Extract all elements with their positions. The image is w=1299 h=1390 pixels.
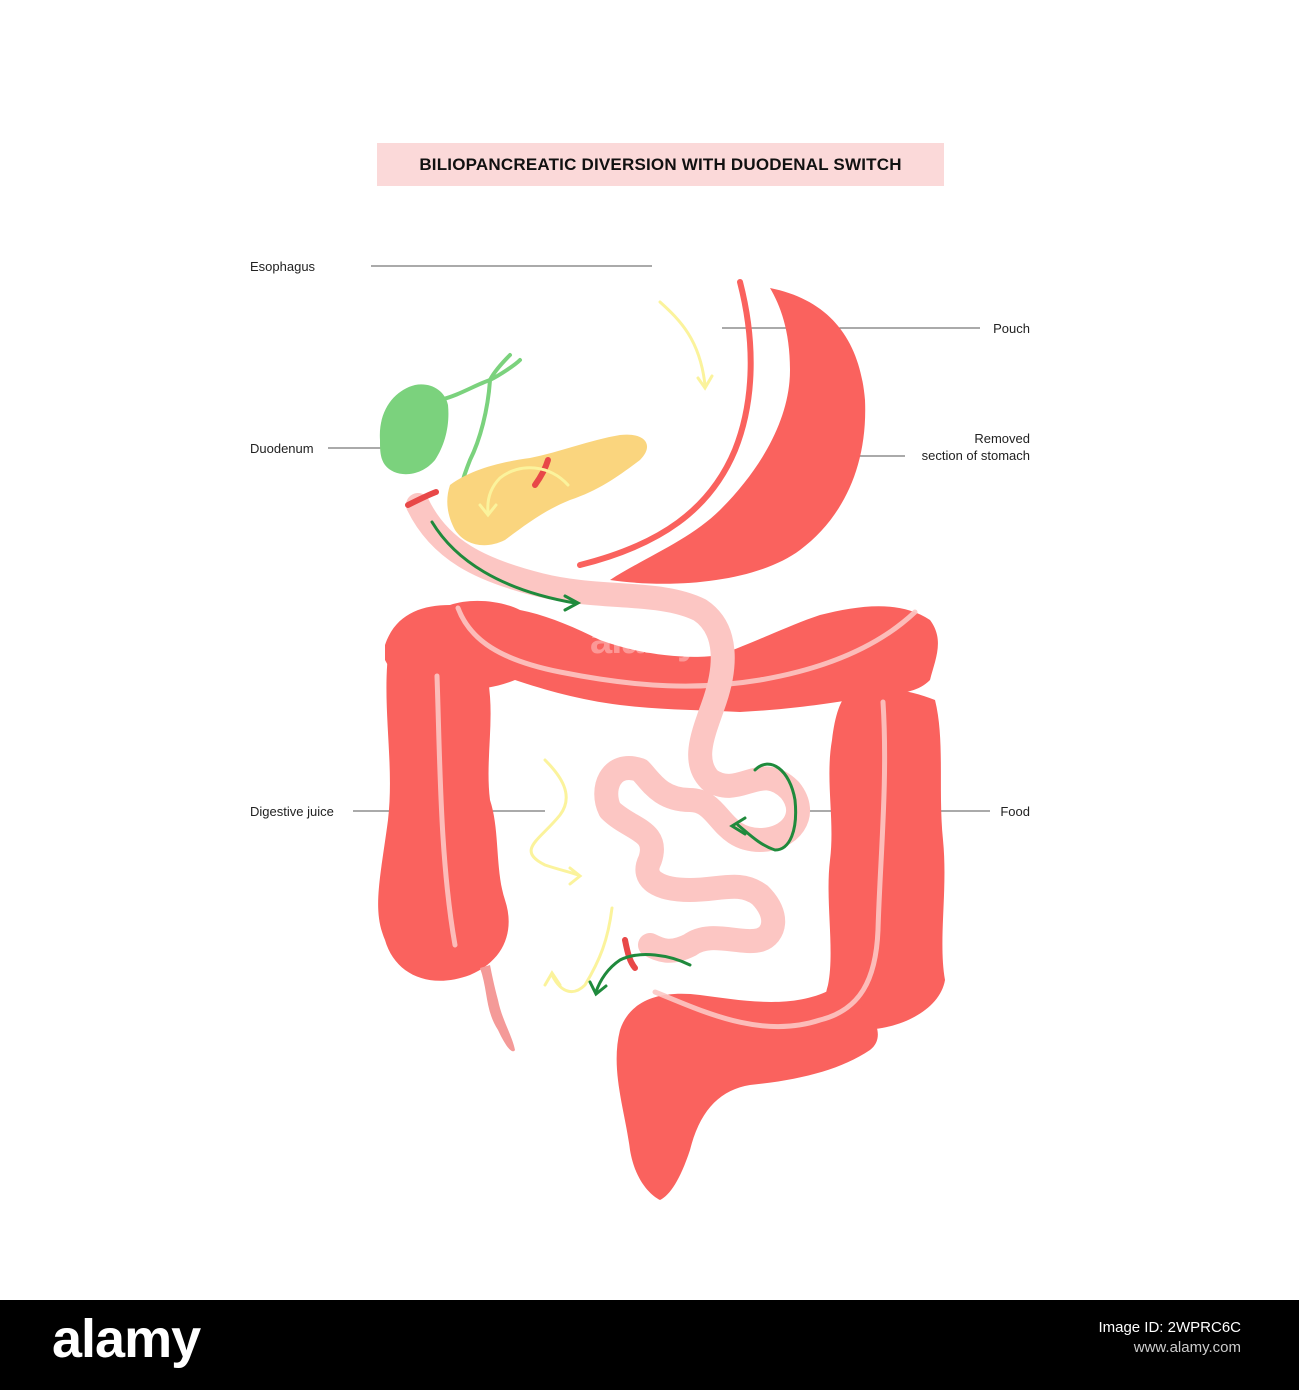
image-id-block: Image ID: 2WPRC6C www.alamy.com xyxy=(1098,1318,1241,1358)
digestive-juice-arrows xyxy=(478,300,714,994)
diagram-title: BILIOPANCREATIC DIVERSION WITH DUODENAL … xyxy=(377,143,944,186)
large-intestine xyxy=(378,600,945,1200)
removed-label-line1: Removed xyxy=(974,431,1030,446)
removed-section-label: Removed section of stomach xyxy=(880,430,1030,464)
duodenum-label: Duodenum xyxy=(250,441,314,456)
footer-bar: alamy Image ID: 2WPRC6C www.alamy.com xyxy=(0,1300,1299,1390)
removed-stomach-section xyxy=(610,288,866,584)
esophagus-label: Esophagus xyxy=(250,259,316,274)
stomach-pouch xyxy=(577,279,754,568)
juice-arrow-middle xyxy=(529,758,580,877)
juice-arrow-bottom xyxy=(550,906,614,994)
colon-inner-lines xyxy=(434,605,918,1030)
food-label: Food xyxy=(1000,804,1030,819)
digestive-system-diagram xyxy=(328,265,990,1200)
digestive-juice-label: Digestive juice xyxy=(250,804,334,819)
image-id: Image ID: 2WPRC6C xyxy=(1098,1319,1241,1336)
pouch-label: Pouch xyxy=(993,321,1030,336)
pancreas xyxy=(447,434,648,546)
removed-label-line2: section of stomach xyxy=(921,448,1030,463)
food-arrow-loop xyxy=(736,762,798,852)
juice-arrow-pancreas xyxy=(486,466,570,514)
food-arrow-duodenum xyxy=(430,520,577,605)
small-intestine xyxy=(406,493,810,963)
food-arrow-ileum xyxy=(594,953,692,994)
source-url[interactable]: www.alamy.com xyxy=(1133,1339,1241,1356)
food-arrows xyxy=(430,520,798,997)
watermark-text: alamy xyxy=(590,618,699,662)
alamy-logo: alamy xyxy=(52,1309,201,1369)
juice-arrow-stomach xyxy=(658,300,707,387)
